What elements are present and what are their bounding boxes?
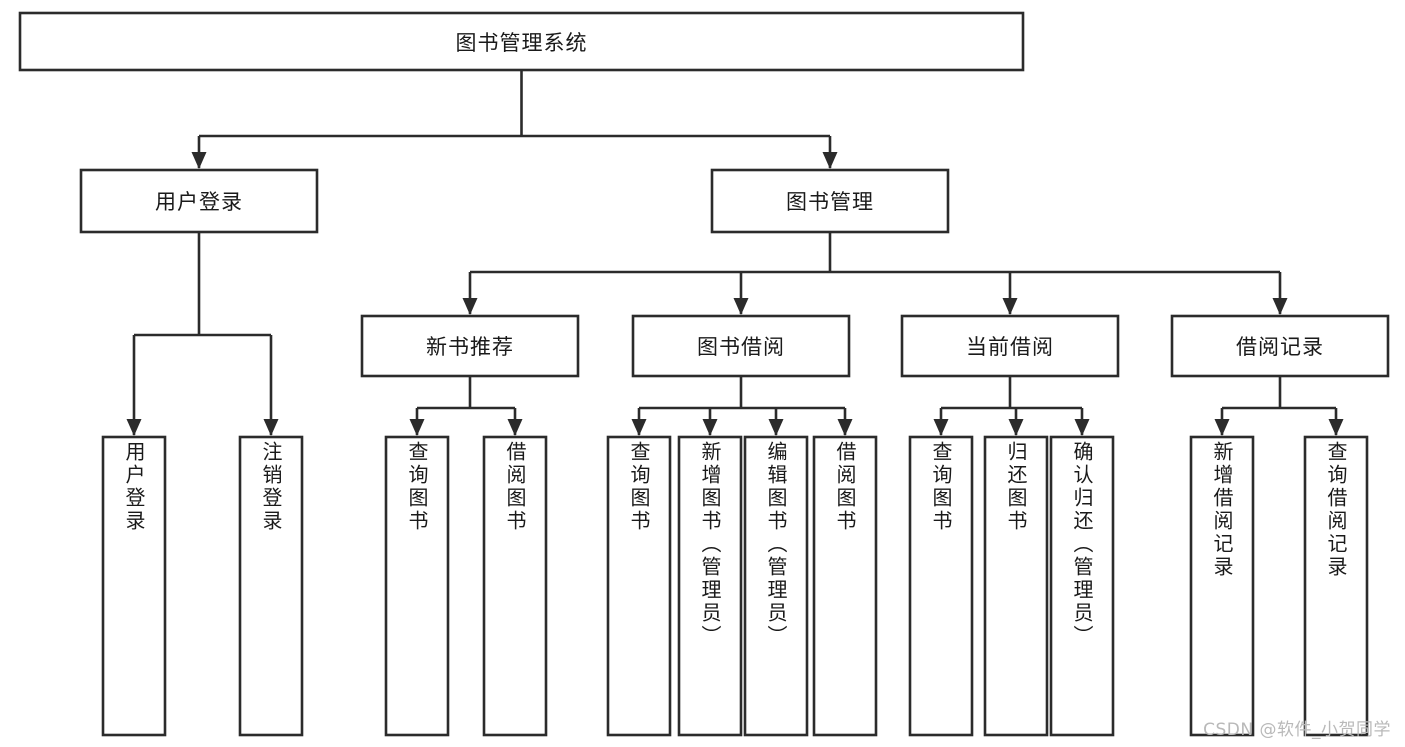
node-box-current-borrow[interactable]	[900, 314, 1120, 378]
arrow-head-leaf	[1074, 419, 1090, 436]
arrow-head-leaf	[507, 419, 523, 436]
arrow-head-leaf	[1008, 419, 1024, 436]
arrow-head-l3	[462, 298, 478, 315]
arrow-head-leaf	[933, 419, 949, 436]
arrow-head-l2	[822, 152, 838, 169]
arrow-head-leaf	[631, 419, 647, 436]
node-box-leaf-query-book-2[interactable]	[606, 435, 672, 737]
node-box-leaf-borrow-book-1[interactable]	[482, 435, 548, 737]
node-box-root[interactable]	[18, 11, 1025, 72]
arrow-head-leaf	[768, 419, 784, 436]
arrow-head-l3	[1272, 298, 1288, 315]
node-box-leaf-edit-book[interactable]	[743, 435, 809, 737]
arrow-head-leaf	[126, 419, 142, 436]
node-box-leaf-add-record[interactable]	[1189, 435, 1255, 737]
node-box-borrow-record[interactable]	[1170, 314, 1390, 378]
node-box-book-borrow[interactable]	[631, 314, 851, 378]
arrow-head-l3	[1002, 298, 1018, 315]
connectors-layer	[126, 70, 1344, 436]
node-box-new-book-recommend[interactable]	[360, 314, 580, 378]
arrow-head-leaf	[1214, 419, 1230, 436]
node-box-leaf-confirm-return[interactable]	[1049, 435, 1115, 737]
arrow-head-l2	[191, 152, 207, 169]
boxes-layer	[18, 11, 1390, 737]
node-box-user-login[interactable]	[79, 168, 319, 234]
arrow-head-leaf	[837, 419, 853, 436]
arrow-head-leaf	[702, 419, 718, 436]
node-box-leaf-user-login[interactable]	[101, 435, 167, 737]
node-box-leaf-return-book[interactable]	[983, 435, 1049, 737]
node-box-leaf-query-record[interactable]	[1303, 435, 1369, 737]
node-box-leaf-query-book-3[interactable]	[908, 435, 974, 737]
node-box-leaf-add-book[interactable]	[677, 435, 743, 737]
node-box-book-manage[interactable]	[710, 168, 950, 234]
arrow-head-leaf	[1328, 419, 1344, 436]
node-box-leaf-query-book-1[interactable]	[384, 435, 450, 737]
arrow-head-leaf	[263, 419, 279, 436]
node-box-leaf-logout[interactable]	[238, 435, 304, 737]
node-box-leaf-borrow-book-2[interactable]	[812, 435, 878, 737]
arrow-head-l3	[733, 298, 749, 315]
arrow-head-leaf	[409, 419, 425, 436]
